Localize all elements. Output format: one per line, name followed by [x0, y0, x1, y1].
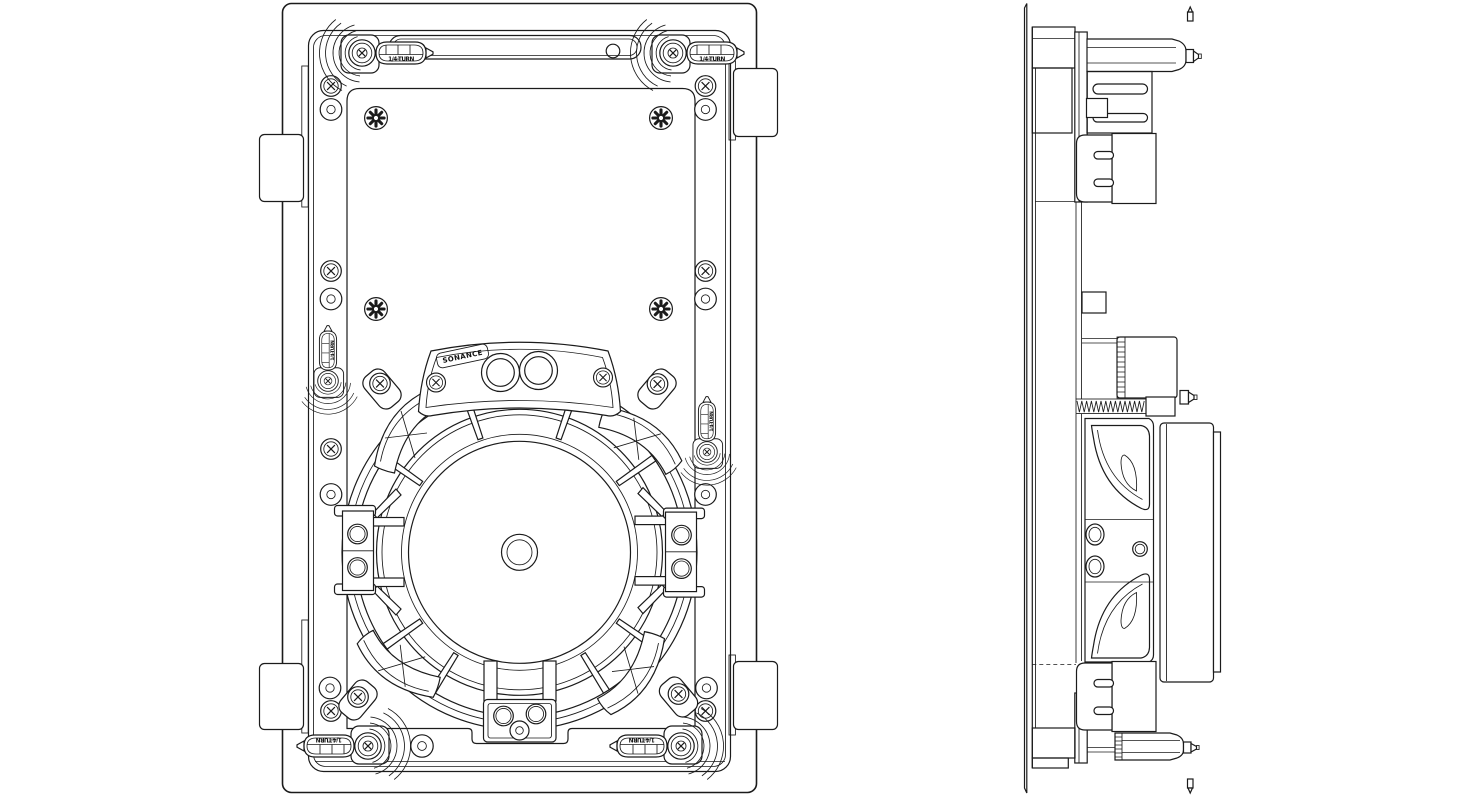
- bottom-rail-hole-center: [417, 741, 427, 751]
- washer-hole: [694, 483, 717, 506]
- pad-screw-ne: [637, 368, 677, 410]
- side-terminal-block-bottom: [1075, 660, 1157, 733]
- washer-hole: [695, 676, 718, 700]
- phillips-screw: [320, 438, 342, 460]
- torx-screw: [363, 296, 389, 322]
- phillips-screw: [320, 700, 342, 722]
- mounting-pod-bottom: [482, 660, 557, 743]
- bridge-screw-left: [425, 372, 447, 393]
- outer-trim-frame: [281, 2, 758, 794]
- terminal-cup-right: [518, 350, 559, 391]
- terminal-cup-right-inner: [524, 356, 553, 385]
- washer-hole: [318, 676, 342, 700]
- side-top-clamp-arm: [1086, 5, 1202, 73]
- washer-hole: [319, 483, 343, 506]
- mounting-tab-left-bottom: [258, 662, 305, 731]
- dust-cap-hole: [500, 533, 539, 571]
- side-motor-clamp: [1075, 336, 1198, 417]
- side-bottom-clamp-arm: [1087, 732, 1200, 795]
- phillips-screw: [320, 75, 342, 97]
- mounting-tab-right-bottom: [732, 660, 779, 731]
- side-slotted-panel: [1085, 70, 1153, 134]
- dust-cap-hole-inner: [506, 539, 533, 566]
- phillips-screw: [320, 260, 342, 282]
- surround-inner: [381, 414, 658, 691]
- bridge-screw-right: [592, 367, 614, 388]
- front-view: SONANCE: [258, 2, 779, 794]
- terminal-bridge: SONANCE: [417, 341, 622, 417]
- cone-edge: [407, 440, 632, 664]
- side-view: [1023, 3, 1222, 795]
- bottom-rail-hole: [410, 734, 434, 758]
- side-magnet: [1159, 422, 1222, 683]
- washer-hole: [319, 287, 343, 311]
- terminal-cup-left-inner: [486, 358, 515, 387]
- washer-hole: [694, 287, 717, 311]
- pad-screw-sw: [338, 679, 378, 721]
- side-top-blocks: [1031, 26, 1076, 202]
- mounting-tab-left-top: [258, 133, 305, 203]
- torx-screw: [648, 296, 674, 322]
- washer-hole: [319, 98, 343, 121]
- phillips-screw: [694, 260, 717, 282]
- surround-outer: [375, 408, 664, 696]
- side-basket: [1084, 417, 1155, 663]
- phillips-screw: [694, 75, 717, 97]
- top-rail-hole: [605, 43, 621, 59]
- torx-screw: [648, 105, 674, 131]
- pad-screw-nw: [362, 368, 402, 410]
- bezel-flange: [1023, 3, 1028, 794]
- washer-hole: [694, 98, 717, 121]
- torx-screw: [363, 105, 389, 131]
- side-bottom-blocks: [1031, 727, 1076, 769]
- speaker-frame-outer: [307, 29, 732, 773]
- mounting-tab-right-top: [732, 67, 779, 138]
- side-mid-block: [1081, 291, 1107, 314]
- side-terminal-block-top: [1075, 132, 1157, 205]
- pad-screw-se: [658, 676, 699, 718]
- cone-edge-outer: [401, 433, 638, 671]
- woofer: SONANCE: [333, 341, 706, 743]
